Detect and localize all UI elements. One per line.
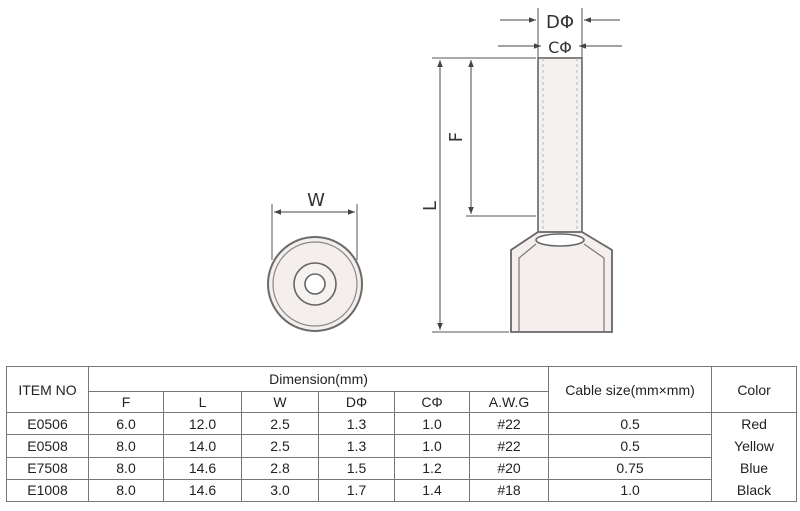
subheader-l: L xyxy=(163,391,242,413)
table-row: E7508 8.0 14.6 2.8 1.5 1.2 #20 0.75 xyxy=(6,456,797,480)
subheader-awg: A.W.G xyxy=(468,391,550,413)
cell-w: 2.5 xyxy=(241,411,319,436)
table-row: E0506 6.0 12.0 2.5 1.3 1.0 #22 0.5 Red Y… xyxy=(6,411,798,502)
cell-f: 8.0 xyxy=(88,478,164,503)
cell-c: 1.0 xyxy=(394,434,470,458)
collar-inner-outline xyxy=(518,243,605,332)
cell-f: 6.0 xyxy=(88,411,164,436)
subheader-w: W xyxy=(241,391,319,413)
cell-awg: #22 xyxy=(468,434,550,458)
end-view: W xyxy=(267,190,363,332)
table-header-row: ITEM NO Dimension(mm) Cable size(mm×mm) … xyxy=(6,366,798,413)
cell-item: E1008 xyxy=(6,478,89,503)
d-phi-label: DΦ xyxy=(546,12,574,33)
cell-d: 1.7 xyxy=(318,478,395,503)
cell-item: E0508 xyxy=(6,434,89,458)
cell-d: 1.3 xyxy=(318,434,395,458)
f-label: F xyxy=(446,132,467,142)
cable-size-header: Cable size(mm×mm) xyxy=(548,366,713,413)
cell-c: 1.2 xyxy=(394,456,470,480)
color-yellow: Yellow xyxy=(734,438,775,454)
w-label: W xyxy=(307,190,325,211)
color-header: Color xyxy=(711,366,798,413)
color-list-cell: Red Yellow Blue Black xyxy=(711,412,798,502)
table-row: E1008 8.0 14.6 3.0 1.7 1.4 #18 1.0 xyxy=(6,478,797,503)
l-label: L xyxy=(420,201,441,211)
tube-inner-circle xyxy=(304,273,326,295)
crimp-ring xyxy=(535,233,585,247)
color-black: Black xyxy=(736,482,772,498)
inner-collar-circle xyxy=(272,241,358,327)
cell-awg: #18 xyxy=(468,478,550,503)
color-blue: Blue xyxy=(740,460,769,476)
ferrule-collar xyxy=(510,231,613,333)
cell-f: 8.0 xyxy=(88,456,164,480)
c-phi-label: CΦ xyxy=(548,38,572,57)
cell-c: 1.4 xyxy=(394,478,470,503)
table-row: E0508 8.0 14.0 2.5 1.3 1.0 #22 0.5 xyxy=(6,434,797,458)
cell-awg: #22 xyxy=(468,411,550,436)
color-red: Red xyxy=(741,416,767,432)
cell-awg: #20 xyxy=(468,456,550,480)
cell-f: 8.0 xyxy=(88,434,164,458)
cell-l: 14.6 xyxy=(163,478,242,503)
subheader-c-phi: CΦ xyxy=(394,391,470,413)
cell-d: 1.5 xyxy=(318,456,395,480)
cell-l: 14.0 xyxy=(163,434,242,458)
cell-item: E0506 xyxy=(6,411,89,436)
item-no-header: ITEM NO xyxy=(6,366,89,413)
cell-w: 2.5 xyxy=(241,434,319,458)
cell-l: 12.0 xyxy=(163,411,242,436)
ferrule-drawing: W DΦ CΦ L F xyxy=(267,8,622,333)
cell-w: 2.8 xyxy=(241,456,319,480)
side-view: DΦ CΦ L F xyxy=(420,8,622,333)
cell-w: 3.0 xyxy=(241,478,319,503)
cell-cable: 1.0 xyxy=(548,478,713,503)
cell-item: E7508 xyxy=(6,456,89,480)
cell-cable: 0.75 xyxy=(548,456,713,480)
cell-c: 1.0 xyxy=(394,411,470,436)
subheader-d-phi: DΦ xyxy=(318,391,395,413)
cell-d: 1.3 xyxy=(318,411,395,436)
ferrule-tube xyxy=(537,57,583,239)
spec-table: ITEM NO Dimension(mm) Cable size(mm×mm) … xyxy=(6,366,798,503)
cell-cable: 0.5 xyxy=(548,434,713,458)
cell-l: 14.6 xyxy=(163,456,242,480)
subheader-f: F xyxy=(88,391,164,413)
dimension-header: Dimension(mm) xyxy=(87,366,550,392)
cell-cable: 0.5 xyxy=(548,411,713,436)
